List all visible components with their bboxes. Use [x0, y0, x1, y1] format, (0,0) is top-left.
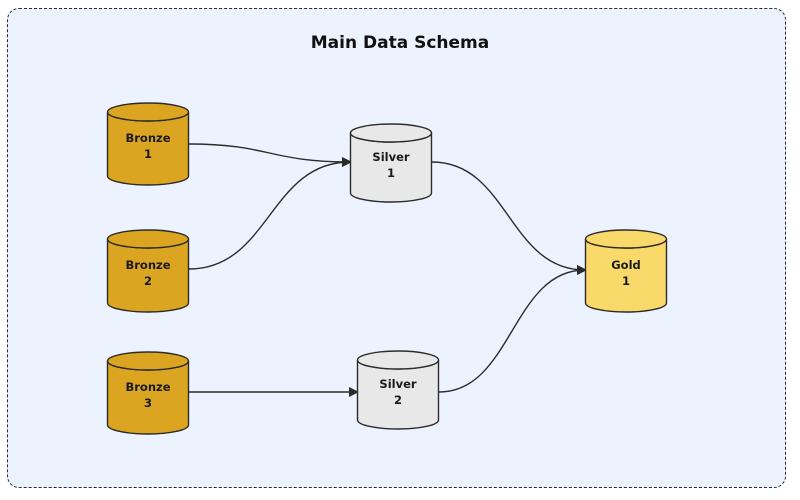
cylinder-top [349, 123, 433, 143]
edge-bronze-2-to-silver-1 [188, 157, 352, 270]
node-label-name: Silver [372, 150, 409, 164]
node-label-name: Gold [611, 258, 641, 272]
diagram-title: Main Data Schema [310, 33, 490, 53]
cylinder-top [584, 229, 668, 249]
cylinder-top [356, 350, 440, 370]
node-bronze-2[interactable]: Bronze 2 [106, 229, 190, 313]
node-label-name: Bronze [125, 131, 170, 145]
cylinder-top [106, 351, 190, 371]
cylinder-top [106, 229, 190, 249]
node-label-number: 3 [144, 396, 152, 410]
node-label-name: Bronze [125, 258, 170, 272]
edge-bronze-1-to-silver-1 [188, 143, 352, 167]
node-gold-1[interactable]: Gold 1 [584, 229, 668, 313]
node-bronze-1[interactable]: Bronze 1 [106, 102, 190, 186]
node-label-number: 1 [144, 147, 152, 161]
node-label-number: 1 [622, 274, 630, 288]
node-label-number: 1 [387, 166, 395, 180]
edges-layer [188, 143, 587, 397]
node-bronze-3[interactable]: Bronze 3 [106, 351, 190, 435]
edge-silver-1-to-gold-1 [431, 161, 587, 275]
node-label-number: 2 [144, 274, 152, 288]
node-label-name: Silver [379, 377, 416, 391]
cylinder-top [106, 102, 190, 122]
edge-silver-2-to-gold-1 [438, 265, 587, 393]
node-silver-1[interactable]: Silver 1 [349, 123, 433, 203]
node-silver-2[interactable]: Silver 2 [356, 350, 440, 430]
node-label-number: 2 [394, 393, 402, 407]
node-label-name: Bronze [125, 380, 170, 394]
